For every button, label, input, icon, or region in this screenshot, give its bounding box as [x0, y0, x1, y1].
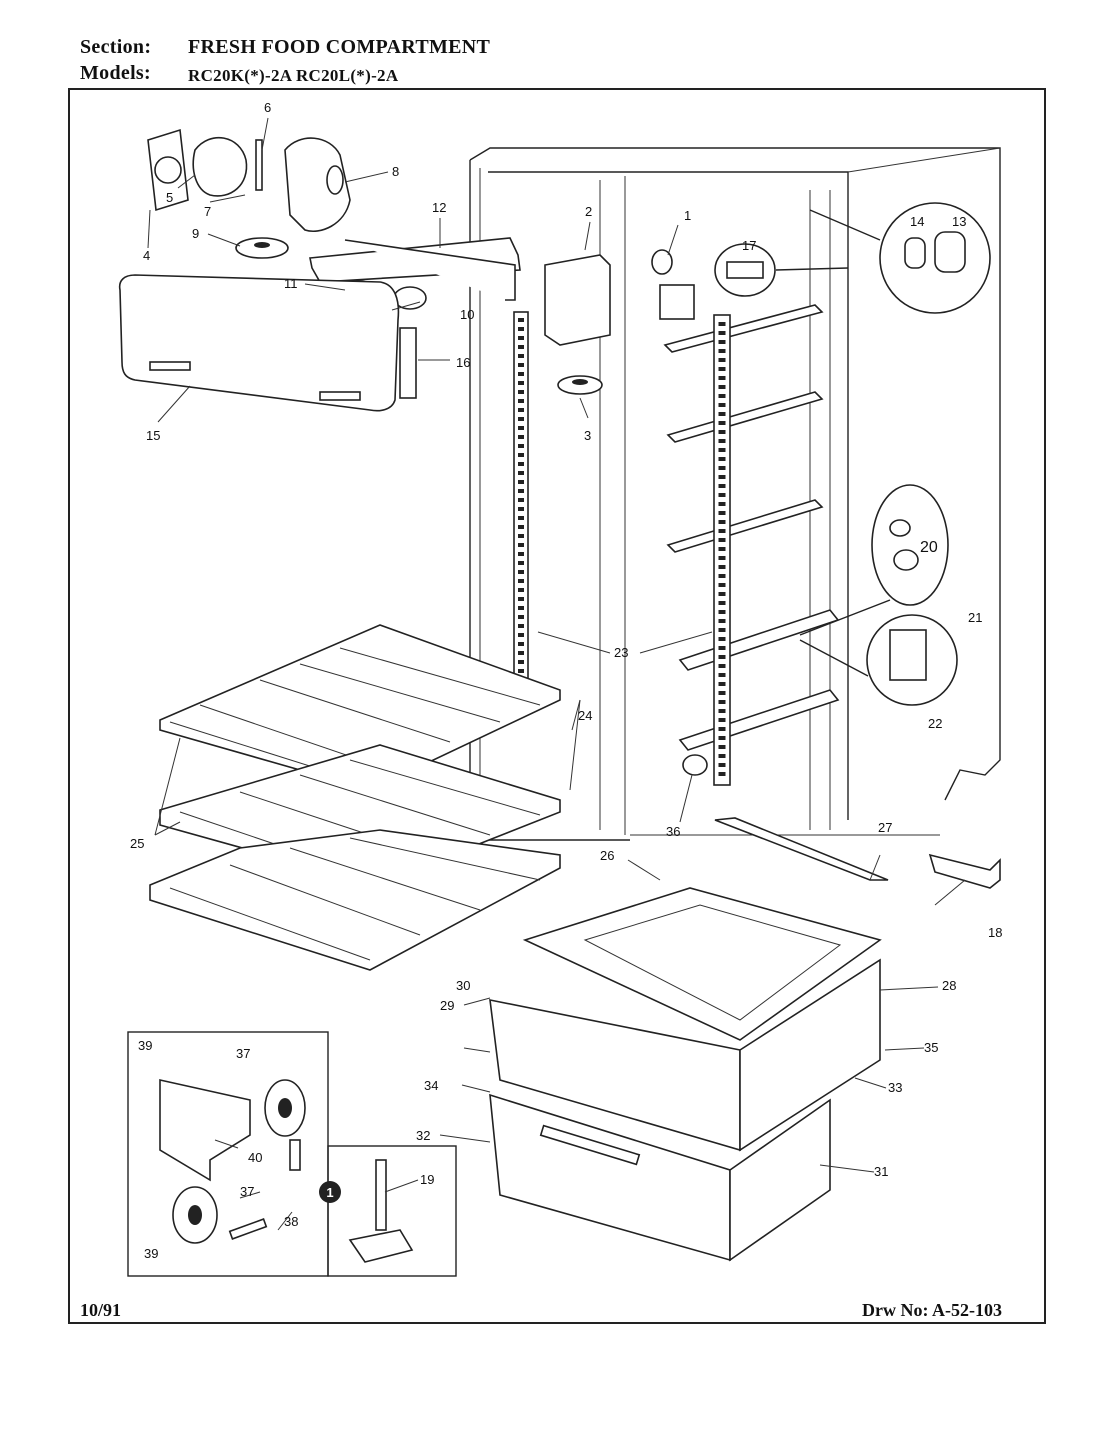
callout-9: 9: [192, 226, 199, 241]
leveling-leg: [348, 1159, 414, 1263]
callout-13: 13: [952, 214, 966, 229]
crisper-pan: [489, 958, 881, 1152]
callout-23: 23: [614, 645, 628, 660]
callout-7: 7: [204, 204, 211, 219]
models-list: RC20K(*)-2A RC20L(*)-2A: [188, 66, 399, 85]
detail-circle-21-22: [799, 614, 958, 706]
cabinet-shelf-cleats: [663, 304, 840, 751]
crisper-cover-frame: [522, 887, 882, 1041]
callout-14: 14: [910, 214, 924, 229]
callout-8: 8: [392, 164, 399, 179]
callout-26: 26: [600, 848, 614, 863]
callout-34: 34: [424, 1078, 438, 1093]
callout-11: 11: [284, 276, 298, 291]
revision-date: 10/91: [80, 1300, 122, 1320]
note-marker-circle: [319, 1181, 341, 1203]
callout-2: 2: [585, 204, 592, 219]
callout-15: 15: [146, 428, 160, 443]
callout-36: 36: [666, 824, 680, 839]
callout-12: 12: [432, 200, 446, 215]
callout-37-lower: 37: [240, 1184, 254, 1199]
callout-18: 18: [988, 925, 1002, 940]
plug-36: [682, 754, 708, 776]
callout-31: 31: [874, 1164, 888, 1179]
roller-inset-panel: [127, 1031, 457, 1277]
detail-circle-20: [799, 484, 949, 636]
callout-35: 35: [924, 1040, 938, 1055]
callout-22: 22: [928, 716, 942, 731]
callout-17: 17: [742, 238, 756, 253]
callout-3: 3: [584, 428, 591, 443]
light-socket-assembly: [147, 128, 351, 259]
section-label: Section:: [80, 36, 152, 58]
callout-40: 40: [248, 1150, 262, 1165]
callout-37-upper: 37: [236, 1046, 250, 1061]
callout-25: 25: [130, 836, 144, 851]
ladder-rail-left: [513, 311, 529, 683]
note-marker-text: 1: [326, 1185, 333, 1200]
callout-27: 27: [878, 820, 892, 835]
callout-24: 24: [578, 708, 592, 723]
leader-lines: [147, 117, 966, 1231]
callout-38: 38: [284, 1214, 298, 1229]
control-box: [544, 254, 611, 395]
drawing-frame: [68, 88, 1046, 1324]
callout-labels: 1 2 3 4 5 6 7 8 9 10 11 12 13 14 15 16 1…: [130, 100, 1002, 1261]
callout-39-upper: 39: [138, 1038, 152, 1053]
crisper-pan-bottom: [489, 1093, 831, 1262]
callout-21: 21: [968, 610, 982, 625]
bracket-18: [928, 853, 1001, 889]
callout-16: 16: [456, 355, 470, 370]
light-shield: [118, 274, 417, 412]
callout-5: 5: [166, 190, 173, 205]
callout-39-lower: 39: [144, 1246, 158, 1261]
callout-33: 33: [888, 1080, 902, 1095]
wire-shelf-top: [159, 624, 561, 791]
wire-shelf-bottom: [149, 829, 561, 971]
callout-1: 1: [684, 208, 691, 223]
drawing-number: Drw No: A-52-103: [862, 1300, 1002, 1320]
detail-circle-17: [714, 243, 849, 297]
section-title: FRESH FOOD COMPARTMENT: [188, 36, 491, 58]
thermostat-switch: [651, 249, 695, 320]
ladder-rail-right: [713, 314, 731, 786]
callout-10: 10: [460, 307, 474, 322]
callout-30: 30: [456, 978, 470, 993]
crisper-shelf-27: [714, 817, 889, 881]
callout-4: 4: [143, 248, 150, 263]
callout-29: 29: [440, 998, 454, 1013]
bracket-arm: [344, 239, 516, 301]
callout-32: 32: [416, 1128, 430, 1143]
callout-28: 28: [942, 978, 956, 993]
callout-6: 6: [264, 100, 271, 115]
models-label: Models:: [80, 62, 151, 84]
detail-circle-13-14: [809, 202, 991, 314]
callout-19: 19: [420, 1172, 434, 1187]
callout-20: 20: [920, 539, 938, 556]
